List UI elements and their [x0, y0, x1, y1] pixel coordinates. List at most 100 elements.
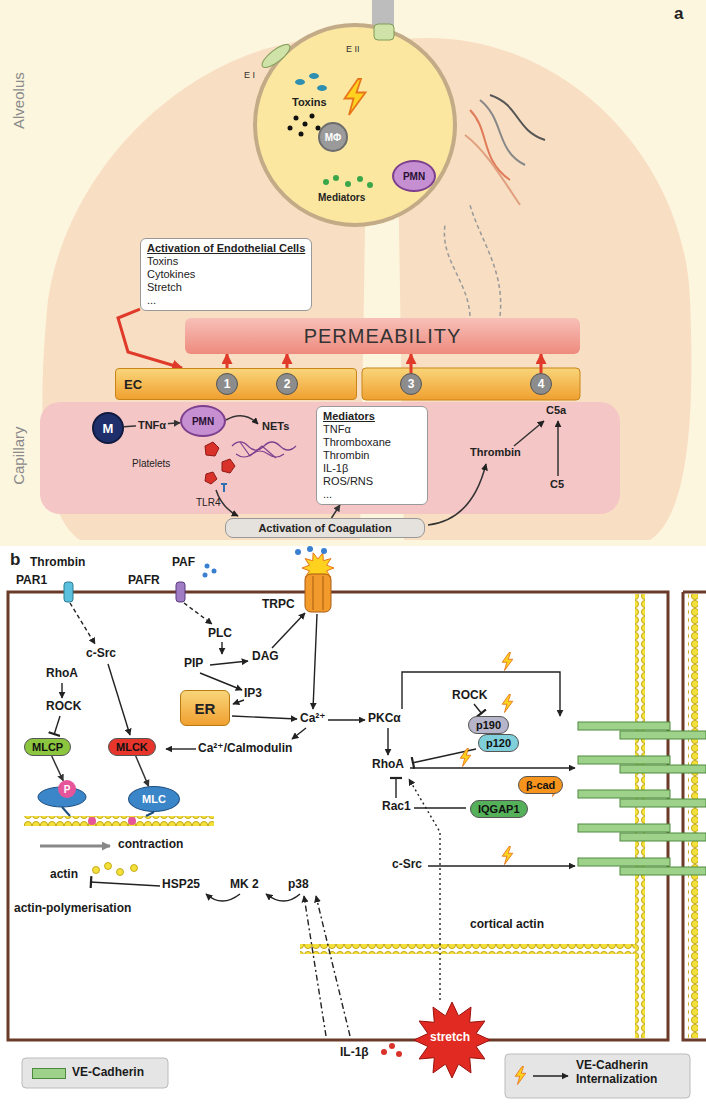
node-text: TNFα — [323, 423, 351, 436]
node-text: PMN — [192, 416, 214, 427]
diagram-label: Platelets — [132, 458, 170, 470]
node-text: Activation of Endothelial Cells — [147, 242, 305, 255]
mlck-box: MLCK — [108, 738, 156, 756]
diagram-label: E I — [244, 70, 255, 80]
diagram-label: DAG — [252, 650, 279, 664]
diagram-label: Capillary — [10, 426, 27, 484]
node-text: ... — [147, 294, 156, 307]
node-text: Cytokines — [147, 268, 195, 281]
node-text: Mediators — [323, 410, 375, 423]
neutrophil-cell: PMN — [180, 405, 226, 437]
node-text: PMN — [403, 171, 425, 182]
monocyte-cell: M — [92, 412, 124, 444]
diagram-label: Alveolus — [9, 72, 26, 129]
diagram-label: E II — [346, 44, 360, 54]
node-text: Thrombin — [323, 449, 369, 462]
legend-text: VE-Cadherin Internalization — [576, 1059, 686, 1087]
diagram-label: TRPC — [262, 598, 295, 612]
diagram-label: b — [10, 550, 20, 570]
callout-number: 1 — [216, 373, 238, 395]
node-text: MLCK — [116, 741, 148, 753]
diagram-label: IP3 — [244, 687, 262, 701]
diagram-label: c-Src — [86, 647, 116, 661]
node-text: p120 — [486, 737, 511, 749]
node-text: Toxins — [147, 255, 178, 268]
diagram-label: PKCα — [368, 712, 401, 726]
diagram-label: PAR1 — [16, 574, 47, 588]
neutrophil-cell: PMN — [392, 160, 436, 192]
connector-arrow — [332, 505, 340, 518]
diagram-label: cortical actin — [470, 918, 544, 932]
diagram-label: ROCK — [452, 689, 487, 703]
node-text: IL-1β — [323, 462, 348, 475]
diagram-label: Thrombin — [30, 556, 85, 570]
diagram-label: PLC — [208, 627, 232, 641]
callout-number: 2 — [276, 373, 298, 395]
diagram-label: Thrombin — [470, 446, 521, 459]
node-text: ... — [323, 488, 332, 501]
diagram-label: Ca²⁺ — [300, 712, 326, 726]
node-text: β-cad — [526, 779, 555, 791]
diagram-label: HSP25 — [162, 878, 200, 892]
node-text: 3 — [408, 377, 415, 391]
connector-arrow — [118, 309, 182, 368]
node-text: p190 — [476, 719, 501, 731]
diagram-label: ROCK — [46, 700, 81, 714]
mlcp-box: MLCP — [24, 738, 71, 756]
macrophage-cell: MΦ — [318, 122, 348, 152]
diagram-label: a — [674, 4, 683, 24]
node-text: MΦ — [325, 132, 342, 143]
node-text: 1 — [224, 377, 231, 391]
p190-box: p190 — [468, 716, 509, 734]
info-box: Activation of Endothelial CellsToxinsCyt… — [140, 238, 312, 311]
diagram-label: Rac1 — [382, 800, 411, 814]
diagram-label: PAF — [172, 556, 195, 570]
node-text: Activation of Coagulation — [258, 522, 391, 534]
callout-number: 3 — [400, 373, 422, 395]
connector-arrow — [540, 354, 543, 373]
permeability-band: PERMEABILITY — [185, 318, 580, 354]
node-text: PERMEABILITY — [304, 325, 462, 348]
diagram-label: actin-polymerisation — [14, 902, 131, 916]
node-text: 4 — [538, 377, 545, 391]
endothelial-bar: EC12 — [115, 368, 357, 400]
diagram-label: MK 2 — [230, 878, 259, 892]
diagram-label: PIP — [184, 657, 203, 671]
mediator-box: MediatorsTNFαThromboxaneThrombinIL-1βROS… — [316, 406, 428, 505]
diagram-label: Ca²⁺/Calmodulin — [198, 742, 292, 756]
node-text: Stretch — [147, 281, 182, 294]
node-text: 2 — [284, 377, 291, 391]
diagram-label: Toxins — [292, 96, 327, 109]
diagram-label: C5a — [546, 404, 566, 417]
diagram-label: C5 — [550, 478, 564, 491]
mlc-ellipse: MLC — [128, 786, 180, 812]
phosphate-dot: P — [58, 780, 76, 798]
connector-arrow — [52, 756, 64, 781]
node-text: M — [103, 421, 114, 436]
node-text: MLCP — [32, 741, 63, 753]
diagram-label: PAFR — [128, 574, 160, 588]
node-text: ER — [195, 700, 216, 717]
node-text: ROS/RNS — [323, 475, 373, 488]
diagram-label: RhoA — [372, 758, 404, 772]
connector-arrow — [136, 756, 149, 786]
diagram-label: p38 — [288, 878, 309, 892]
node-text: IQGAP1 — [478, 803, 520, 815]
node-text: MLC — [142, 793, 166, 805]
diagram-label: RhoA — [46, 667, 78, 681]
node-text: P — [64, 784, 71, 795]
diagram-label: stretch — [430, 1031, 470, 1045]
edge-label: TNFα — [136, 418, 168, 431]
diagram-label: actin — [50, 868, 78, 882]
coagulation-box: Activation of Coagulation — [225, 518, 425, 538]
diagram-label: contraction — [118, 838, 183, 852]
diagram-label: IL-1β — [340, 1046, 369, 1060]
er-box: ER — [180, 690, 230, 726]
diagram-label: NETs — [262, 420, 289, 433]
iqgap1-box: IQGAP1 — [470, 800, 528, 818]
node-text: Thromboxane — [323, 436, 391, 449]
diagram-label: TLR4 — [196, 497, 220, 509]
callout-number: 4 — [530, 373, 552, 395]
